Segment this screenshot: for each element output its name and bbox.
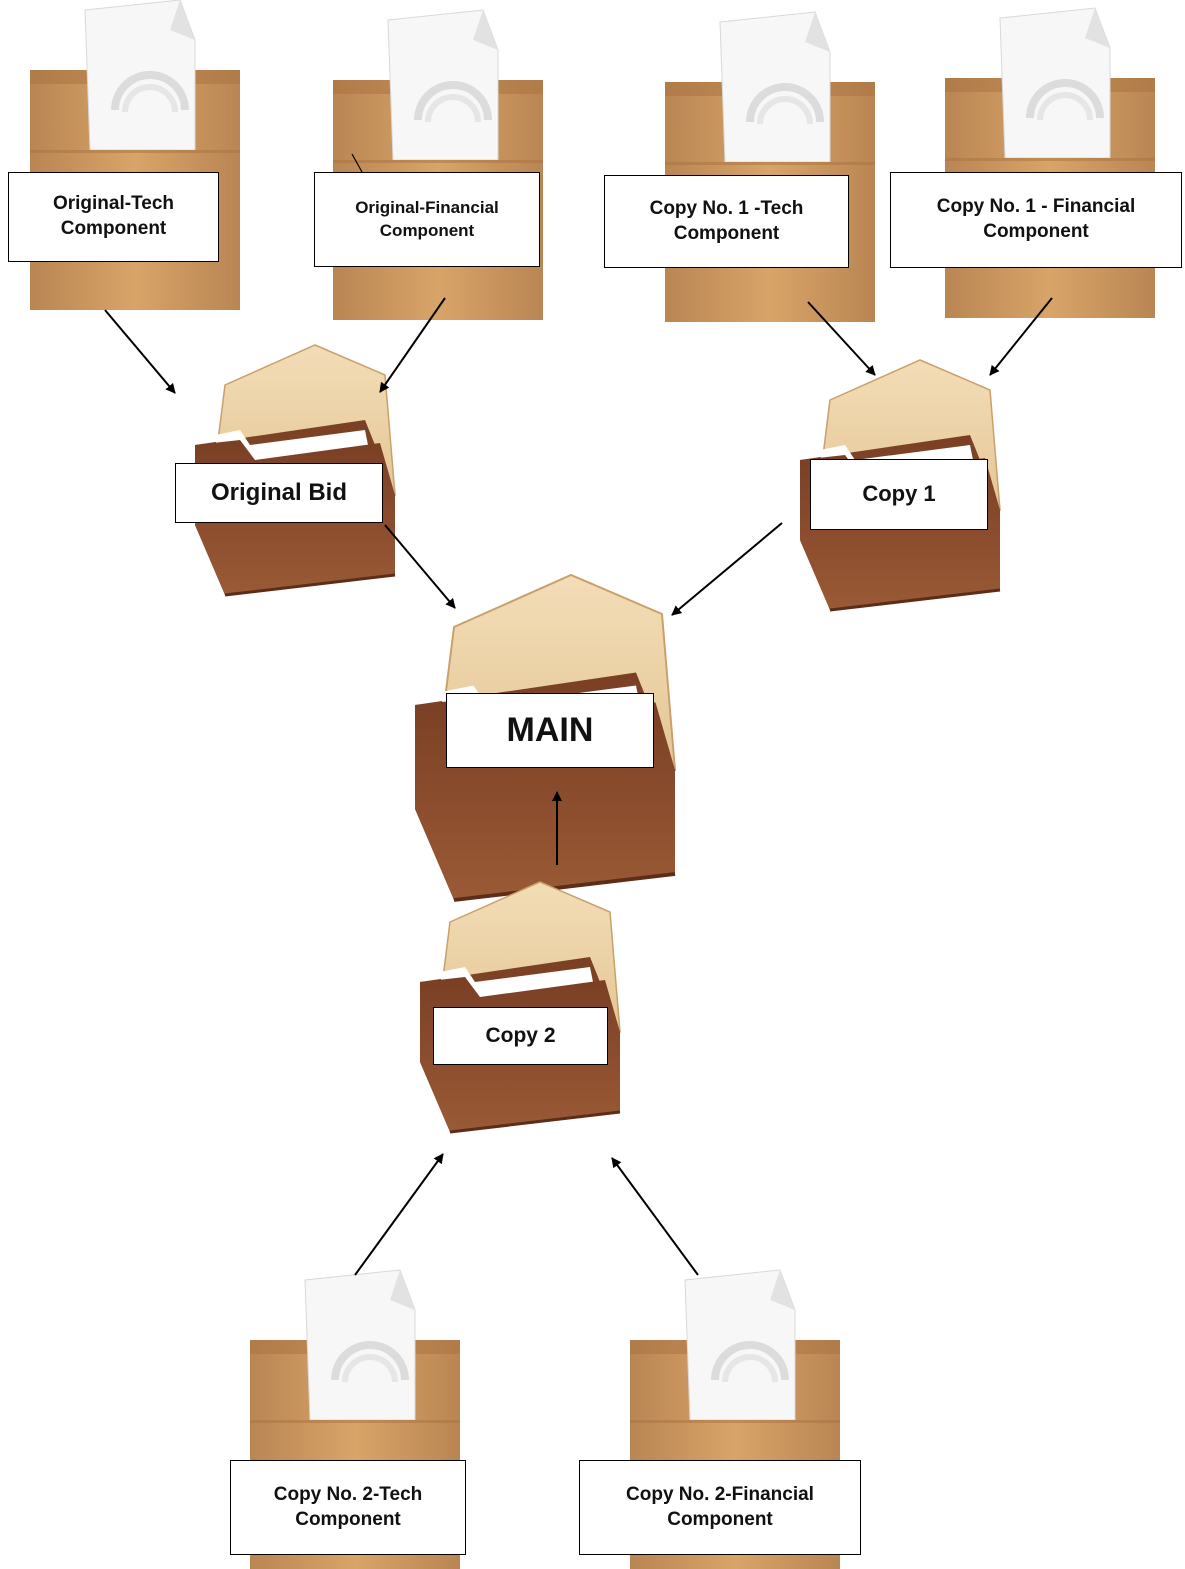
arrows-layer <box>104 153 1053 1276</box>
node-main-label: MAIN <box>506 711 594 750</box>
node-copy1-financial: Copy No. 1 - Financial Component <box>890 172 1182 268</box>
stray-stroke <box>351 153 363 173</box>
node-copy1-financial-label: Copy No. 1 - Financial Component <box>936 196 1136 242</box>
node-original-bid-label: Original Bid <box>210 479 347 507</box>
node-original-tech: Original-Tech Component <box>8 172 219 262</box>
node-copy2-tech: Copy No. 2-Tech Component <box>230 1460 466 1555</box>
arrow-copy2-financial-to-copy2 <box>611 1157 699 1276</box>
arrow-copy1-tech-to-copy1 <box>807 301 876 376</box>
kraft-envelope-original-financial <box>333 10 543 320</box>
kraft-envelope-copy1-financial <box>945 8 1155 318</box>
node-copy1-tech: Copy No. 1 -Tech Component <box>604 175 849 268</box>
arrow-copy1-financial-to-copy1 <box>989 297 1053 376</box>
node-original-financial: Original-Financial Component <box>314 172 540 267</box>
arrow-original-tech-to-original-bid <box>104 309 176 394</box>
kraft-envelope-copy1-tech <box>665 12 875 322</box>
node-copy2: Copy 2 <box>433 1007 608 1065</box>
node-copy2-financial: Copy No. 2-Financial Component <box>579 1460 861 1555</box>
arrow-original-financial-to-original-bid <box>379 297 446 393</box>
node-original-bid: Original Bid <box>175 463 383 523</box>
node-copy1: Copy 1 <box>810 459 988 530</box>
kraft-envelope-original-tech <box>30 0 240 310</box>
node-original-tech-label: Original-Tech Component <box>52 193 175 239</box>
node-copy2-label: Copy 2 <box>485 1024 556 1048</box>
node-original-financial-label: Original-Financial Component <box>355 198 499 240</box>
node-copy1-tech-label: Copy No. 1 -Tech Component <box>649 197 804 244</box>
node-copy1-label: Copy 1 <box>862 481 936 507</box>
arrow-copy1-to-main <box>671 522 783 616</box>
arrow-copy2-tech-to-copy2 <box>354 1153 444 1276</box>
node-main: MAIN <box>446 693 654 768</box>
node-copy2-tech-label: Copy No. 2-Tech Component <box>273 1483 423 1530</box>
node-copy2-financial-label: Copy No. 2-Financial Component <box>626 1483 814 1530</box>
arrow-original-bid-to-main <box>384 524 456 609</box>
